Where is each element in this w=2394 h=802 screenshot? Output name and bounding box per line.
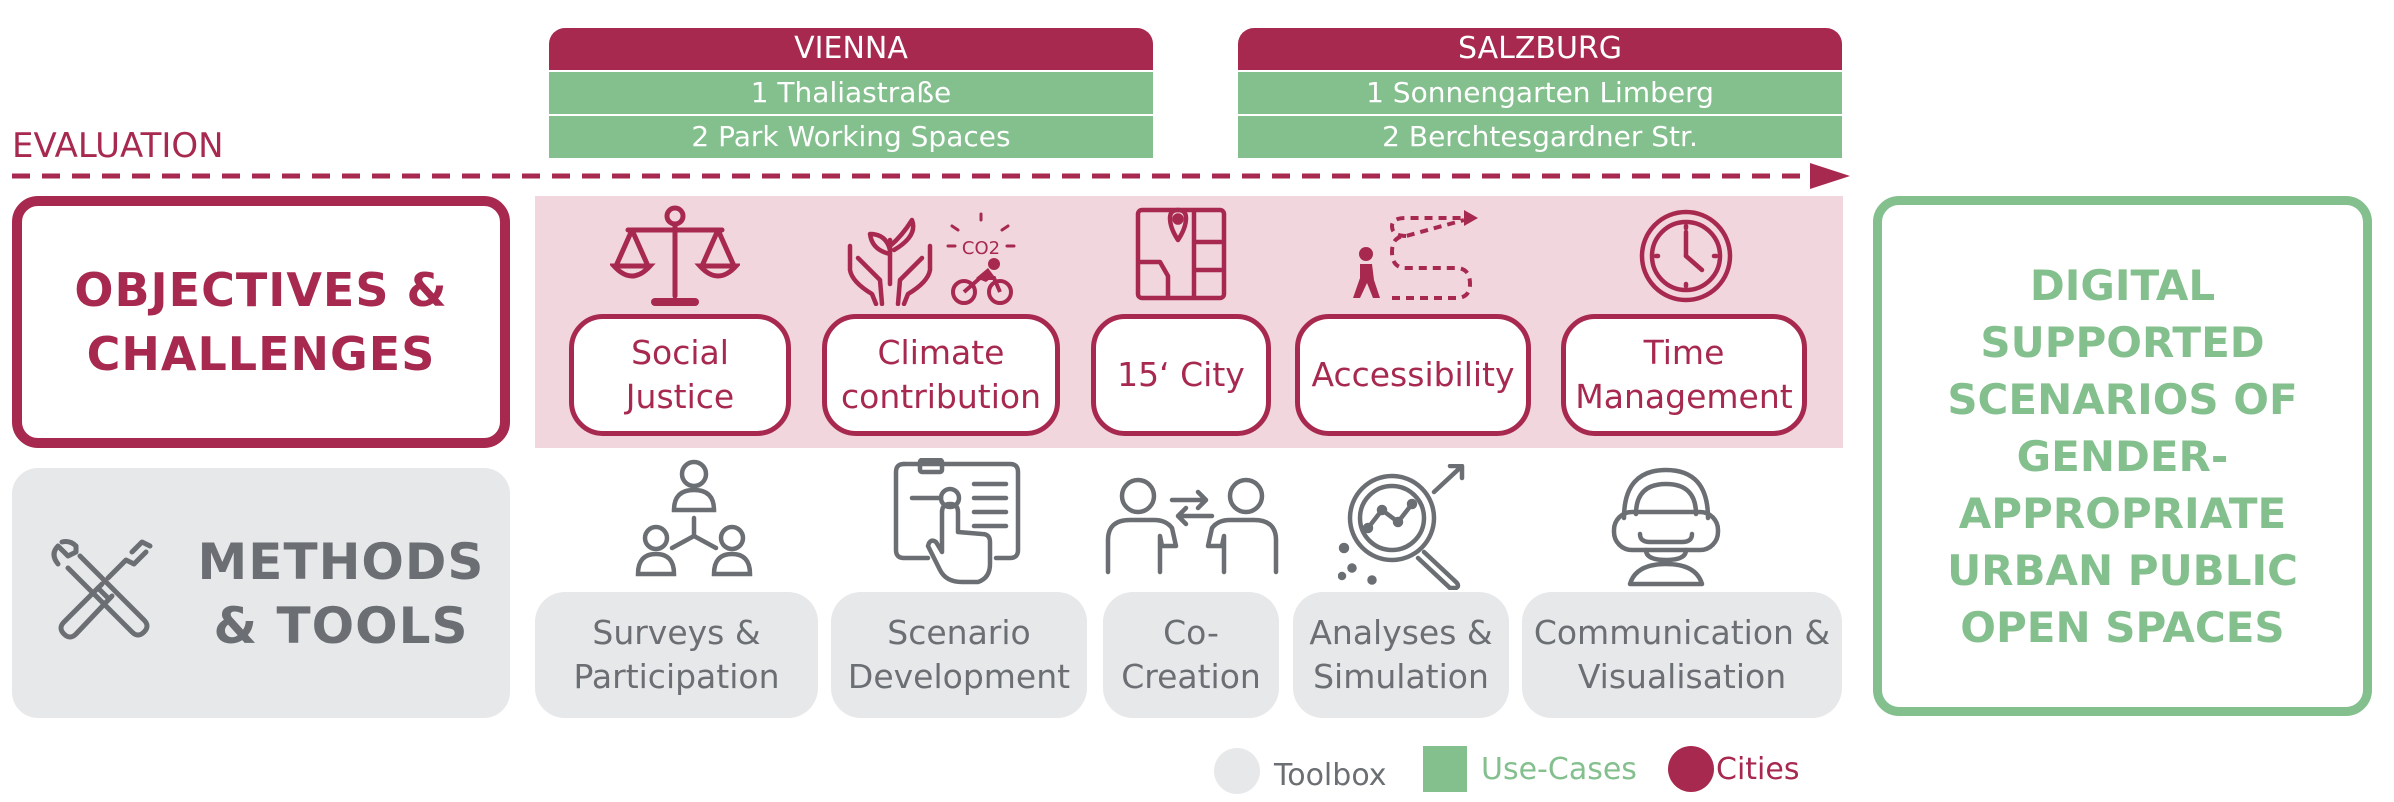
use-case-salzburg-2: 2 Berchtesgardner Str.	[1238, 116, 1842, 158]
city-header-vienna: VIENNA	[549, 28, 1153, 70]
vr-headset-icon	[1606, 464, 1726, 588]
legend-use-cases-swatch	[1423, 746, 1467, 792]
touch-screen-icon	[892, 458, 1022, 586]
objective-15-city: 15‘ City	[1091, 314, 1271, 436]
objective-accessibility: Accessibility	[1295, 314, 1531, 436]
method-analyses-simulation: Analyses & Simulation	[1293, 592, 1509, 718]
plant-hands-icon	[842, 206, 938, 306]
clock-icon	[1638, 208, 1734, 304]
method-co-creation: Co- Creation	[1103, 592, 1279, 718]
use-case-vienna-1: 1 Thaliastraße	[549, 72, 1153, 114]
objective-time-management: Time Management	[1561, 314, 1807, 436]
objective-climate-contribution: Climate contribution	[822, 314, 1060, 436]
method-communication-visualisation: Communication & Visualisation	[1522, 592, 1842, 718]
wrench-screwdriver-icon	[46, 538, 158, 650]
legend-use-cases-label: Use-Cases	[1481, 752, 1637, 787]
co2-cyclist-icon: CO2	[946, 212, 1016, 306]
evaluation-label: EVALUATION	[12, 126, 224, 166]
objectives-challenges-box: OBJECTIVES & CHALLENGES	[12, 196, 510, 448]
use-case-vienna-2: 2 Park Working Spaces	[549, 116, 1153, 158]
walking-path-icon	[1346, 206, 1478, 302]
map-pin-icon	[1134, 206, 1228, 302]
city-header-salzburg: SALZBURG	[1238, 28, 1842, 70]
evaluation-arrow	[12, 163, 1850, 189]
co2-text: CO2	[962, 238, 1000, 259]
method-surveys-participation: Surveys & Participation	[535, 592, 818, 718]
legend-toolbox-swatch	[1214, 748, 1260, 794]
scales-icon	[610, 204, 740, 308]
objective-social-justice: Social Justice	[569, 314, 791, 436]
legend-cities-swatch	[1668, 746, 1714, 792]
magnifier-chart-icon	[1338, 464, 1468, 590]
result-box: DIGITAL SUPPORTED SCENARIOS OF GENDER- A…	[1873, 196, 2372, 716]
people-network-icon	[634, 458, 754, 586]
methods-tools-title: METHODS & TOOLS	[197, 533, 485, 655]
legend-cities-label: Cities	[1716, 752, 1800, 787]
legend-toolbox-label: Toolbox	[1274, 758, 1387, 793]
use-case-salzburg-1: 1 Sonnengarten Limberg	[1238, 72, 1842, 114]
people-exchange-icon	[1102, 476, 1282, 576]
method-scenario-development: Scenario Development	[831, 592, 1087, 718]
